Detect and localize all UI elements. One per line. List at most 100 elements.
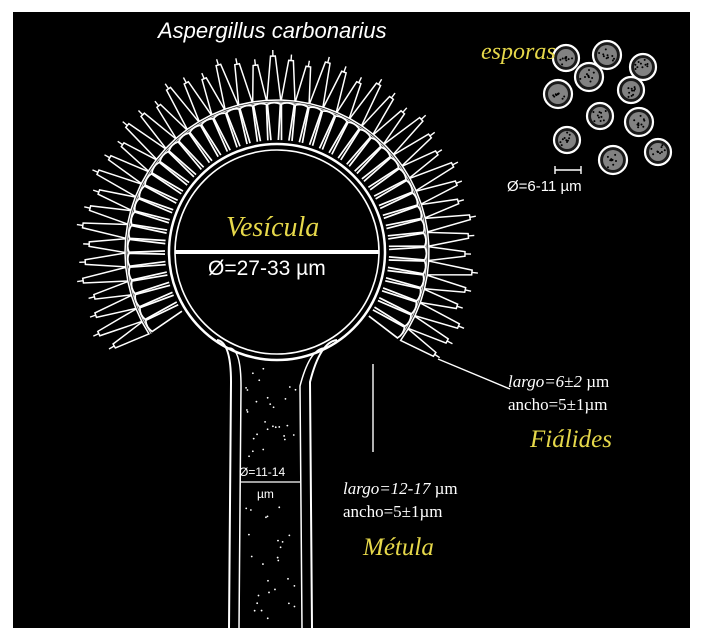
phialide <box>415 303 459 328</box>
diagram-title: Aspergillus carbonarius <box>158 18 387 44</box>
phialide-tip <box>217 59 219 65</box>
spore-ornament <box>659 152 661 154</box>
spore-ornament <box>607 166 609 168</box>
spore-ornament <box>593 120 595 122</box>
spore-ornament <box>633 119 635 121</box>
spore-ornament <box>564 137 566 139</box>
spore-ornament <box>644 59 646 61</box>
metulae-length-value: largo=12-17 <box>343 479 430 498</box>
spore-ornament <box>566 132 568 134</box>
conidiophore-branch <box>332 79 382 158</box>
phialide-tip <box>138 111 142 115</box>
conidial-head <box>77 50 478 360</box>
cytoplasm-dot <box>262 449 264 451</box>
spore-ornament <box>605 48 607 50</box>
phialide-tip <box>430 132 435 136</box>
spore-ornament <box>562 98 564 100</box>
phialides-length-value: largo=6±2 <box>508 372 582 391</box>
phialide <box>98 309 142 336</box>
cytoplasm-dot <box>262 368 264 370</box>
cytoplasm-dot <box>252 372 254 374</box>
spore-ornament <box>611 55 613 57</box>
cytoplasm-dot <box>283 435 285 437</box>
cytoplasm-dot <box>248 534 250 536</box>
spore-ornament <box>631 95 633 97</box>
conidiophore-branch <box>138 111 201 175</box>
phialide <box>281 60 295 101</box>
spore-ornament <box>635 68 637 70</box>
spore-ornament <box>634 86 636 88</box>
spore-ornament <box>597 114 599 116</box>
spore-ornament <box>568 58 570 60</box>
spore-ornament <box>588 76 590 78</box>
conidiophore-branch <box>118 141 188 191</box>
spore-ornament <box>643 120 645 122</box>
cytoplasm-dot <box>264 421 266 423</box>
cytoplasm-dot <box>289 386 291 388</box>
cytoplasm-dot <box>293 585 295 587</box>
cytoplasm-dot <box>274 589 276 591</box>
spore-ornament <box>588 69 590 71</box>
spore-ornament <box>592 111 594 113</box>
spore-ornament <box>628 92 630 94</box>
spore-ornament <box>636 66 638 68</box>
cytoplasm-dot <box>267 515 269 517</box>
spore-ornament <box>566 141 568 143</box>
cytoplasm-dot <box>258 379 260 381</box>
metula <box>389 247 427 260</box>
stipe-right-wall <box>310 340 337 628</box>
conidiophore-branch <box>357 115 426 179</box>
spore-ornament <box>613 58 615 60</box>
spores-label: esporas <box>481 39 556 66</box>
phialide-tip <box>92 170 97 172</box>
spore-ornament <box>636 124 638 126</box>
spore-ornament <box>641 66 643 68</box>
phialide <box>253 65 267 102</box>
cytoplasm-dot <box>251 556 253 558</box>
phialide <box>184 82 211 122</box>
phialide-tip <box>89 297 95 298</box>
spore-ornament <box>612 60 614 62</box>
spore-ornament <box>614 154 616 156</box>
spore-ornament <box>664 149 666 151</box>
cytoplasm-dot <box>256 602 258 604</box>
phialide <box>83 267 128 283</box>
spore-ornament <box>640 63 642 65</box>
phialide-tip <box>109 346 114 349</box>
spore-ornament <box>647 63 649 65</box>
aspergillus-illustration <box>13 12 690 628</box>
spore-ornament <box>598 52 600 54</box>
spore-ornament <box>631 88 633 90</box>
phialide-tip <box>359 77 362 82</box>
phialide-tip <box>202 73 204 79</box>
cytoplasm-dot <box>273 406 275 408</box>
cytoplasm-dot <box>278 506 280 508</box>
spore-ornament <box>641 123 643 125</box>
phialide-tip <box>458 200 464 202</box>
spore-ornament <box>661 144 663 146</box>
metulae-length-unit: µm <box>430 479 457 498</box>
conidiophore-branch <box>77 265 167 283</box>
cytoplasm-dot <box>282 541 284 543</box>
spore-ornament <box>561 144 563 146</box>
spore-ornament <box>598 117 600 119</box>
phialide <box>83 223 128 238</box>
phialide-tip <box>308 61 309 67</box>
phialide <box>267 56 281 100</box>
spore-ornament <box>640 115 642 117</box>
spore <box>630 54 656 80</box>
cytoplasm-dot <box>247 389 249 391</box>
cytoplasm-dot <box>277 557 279 559</box>
spore-ornament <box>612 164 614 166</box>
spore <box>599 146 627 174</box>
conidiophore-branch <box>267 50 281 140</box>
spore-ornament <box>589 81 591 83</box>
cytoplasm-dot <box>277 560 279 562</box>
spore-ornament <box>642 126 644 128</box>
spore-ornament <box>600 116 602 118</box>
metula <box>267 103 280 141</box>
cytoplasm-dot <box>280 546 282 548</box>
conidiophore-branch <box>155 101 210 167</box>
phialide-tip <box>453 162 458 165</box>
phialide <box>373 111 404 144</box>
